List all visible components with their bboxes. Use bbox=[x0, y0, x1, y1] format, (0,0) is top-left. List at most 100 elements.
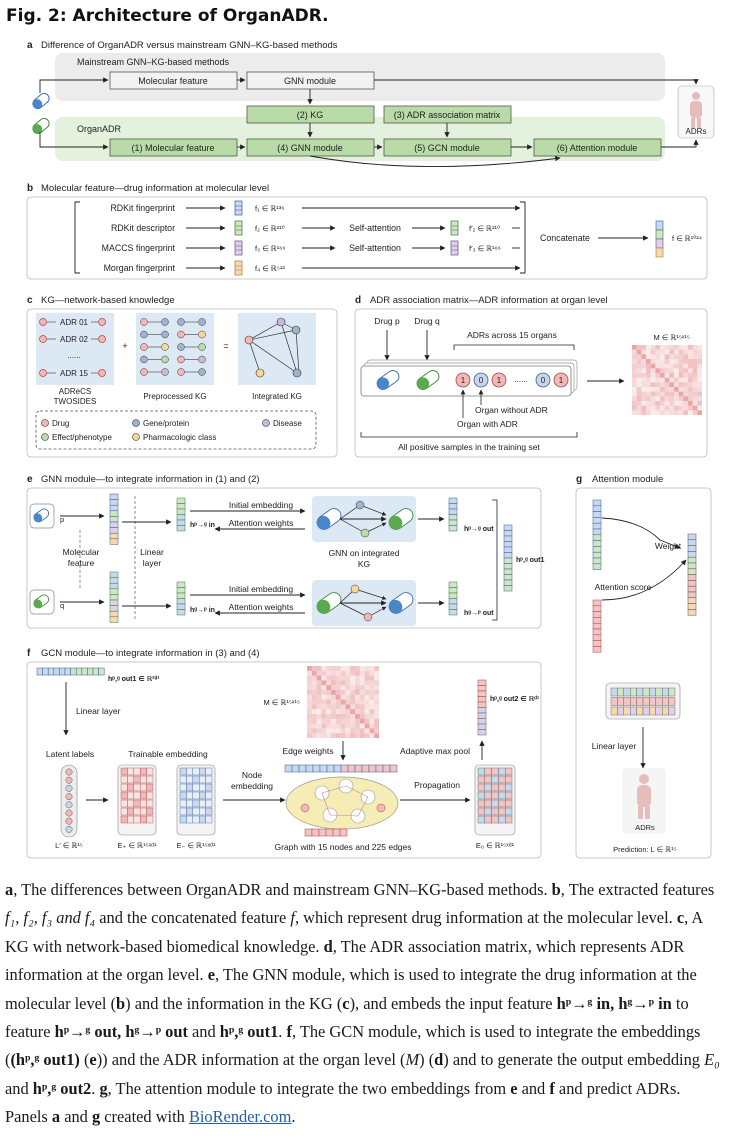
mol-feature-1-label: (1) Molecular feature bbox=[131, 143, 214, 153]
preprocessed-label: Preprocessed KG bbox=[143, 392, 206, 401]
matrix-cell bbox=[316, 699, 322, 705]
matrix-cell bbox=[664, 410, 670, 415]
panel-c-letter: c bbox=[27, 295, 33, 306]
embedding-cell bbox=[505, 807, 513, 816]
f-latent-labels-column bbox=[60, 764, 78, 838]
embedding-cell bbox=[477, 799, 486, 808]
matrix-cell bbox=[331, 704, 336, 710]
architecture-figure: a Difference of OrganADR versus mainstre… bbox=[26, 40, 715, 859]
vector-cell bbox=[687, 603, 697, 610]
matrix-cell bbox=[678, 359, 684, 364]
matrix-cell bbox=[636, 405, 642, 411]
matrix-cell bbox=[660, 373, 665, 378]
vector-cell bbox=[109, 582, 119, 590]
vector-cell bbox=[361, 764, 370, 773]
combined-cell bbox=[623, 706, 631, 716]
embedding-cell bbox=[198, 799, 206, 808]
e-attention-weights-2: Attention weights bbox=[229, 602, 294, 612]
vector-cell bbox=[592, 617, 602, 624]
embedding-cell bbox=[491, 815, 499, 824]
adr15-label: ADR 15 bbox=[60, 369, 89, 378]
biorender-link[interactable]: BioRender.com bbox=[188, 1107, 292, 1127]
matrix-cell bbox=[321, 733, 327, 738]
matrix-cell bbox=[660, 354, 665, 359]
vector-cell bbox=[176, 519, 186, 526]
matrix-cell bbox=[331, 714, 336, 719]
b-bracket bbox=[74, 201, 80, 274]
matrix-cell bbox=[326, 675, 331, 681]
matrix-cell bbox=[674, 373, 679, 378]
matrix-cell bbox=[636, 396, 642, 401]
cap-d-letter: d bbox=[323, 936, 333, 956]
matrix-cell bbox=[311, 694, 317, 700]
vector-cell bbox=[592, 605, 602, 612]
matrix-cell bbox=[364, 675, 370, 681]
matrix-cell bbox=[632, 345, 637, 350]
vector-f3 bbox=[234, 240, 243, 256]
matrix-cell bbox=[650, 373, 656, 378]
matrix-cell bbox=[335, 699, 341, 705]
matrix-cell bbox=[359, 685, 365, 690]
f1-label: f₁ ∈ ℝ¹³⁶ bbox=[255, 204, 284, 213]
embedding-cell bbox=[198, 807, 206, 816]
cap-E0: E₀ bbox=[704, 1050, 720, 1070]
mol-feature-1-box bbox=[109, 138, 238, 157]
matrix-cell bbox=[335, 723, 341, 729]
vector-f3p bbox=[450, 240, 459, 256]
vector-cell bbox=[592, 634, 602, 641]
cap-g-text3: and predict ADRs. Panels bbox=[5, 1078, 681, 1127]
matrix-cell bbox=[364, 699, 370, 705]
matrix-cell bbox=[307, 690, 312, 695]
e-h-out-pq-label: hᵖ→ᵍ out bbox=[464, 526, 494, 533]
matrix-cell bbox=[364, 694, 370, 700]
combined-cell bbox=[649, 697, 657, 706]
f-embedding-label: embedding bbox=[231, 781, 273, 791]
matrix-cell bbox=[669, 382, 674, 387]
matrix-cell bbox=[674, 391, 679, 397]
human-body-icon bbox=[677, 85, 715, 139]
matrix-cell bbox=[678, 354, 684, 359]
matrix-cell bbox=[678, 345, 684, 350]
matrix-cell bbox=[664, 382, 670, 387]
matrix-cell bbox=[350, 709, 355, 714]
vector-cell bbox=[448, 508, 458, 515]
f-trainable-label: Trainable embedding bbox=[128, 749, 208, 759]
cap-f-letter: f bbox=[286, 1022, 292, 1042]
drug-p-label: Drug p bbox=[374, 316, 400, 326]
embedding-cell bbox=[139, 791, 147, 800]
matrix-cell bbox=[374, 723, 379, 729]
matrix-cell bbox=[632, 405, 637, 411]
matrix-cell bbox=[692, 391, 698, 397]
e-drug-p-pill-icon bbox=[33, 508, 50, 523]
matrix-cell bbox=[307, 670, 312, 676]
e-p-label: p bbox=[60, 515, 64, 524]
matrix-cell bbox=[326, 690, 331, 695]
matrix-cell bbox=[678, 391, 684, 397]
vector-cell bbox=[592, 511, 602, 518]
combined-cell bbox=[617, 687, 625, 697]
matrix-cell bbox=[683, 349, 688, 355]
matrix-cell bbox=[359, 675, 365, 681]
matrix-cell bbox=[678, 405, 684, 411]
vector-cell bbox=[503, 574, 513, 581]
matrix-cell bbox=[307, 718, 312, 724]
embedding-cell bbox=[146, 767, 154, 776]
vector-cell bbox=[109, 527, 119, 534]
matrix-cell bbox=[650, 363, 656, 369]
vector-cell bbox=[687, 585, 697, 593]
matrix-cell bbox=[321, 699, 327, 705]
matrix-cell bbox=[655, 349, 660, 355]
matrix-cell bbox=[641, 363, 646, 369]
matrix-cell bbox=[692, 373, 698, 378]
embedding-cell bbox=[498, 807, 506, 816]
matrix-cell bbox=[350, 723, 355, 729]
matrix-cell bbox=[674, 410, 679, 415]
adr-dots: ...... bbox=[67, 351, 80, 360]
matrix-cell bbox=[374, 704, 379, 710]
e-h-in-pq-vector bbox=[176, 497, 186, 532]
e-initial-embedding-1: Initial embedding bbox=[229, 500, 294, 510]
vector-cell bbox=[87, 667, 94, 676]
embedding-cell bbox=[139, 807, 147, 816]
vector-cell bbox=[477, 718, 487, 725]
embedding-cell bbox=[186, 799, 193, 808]
